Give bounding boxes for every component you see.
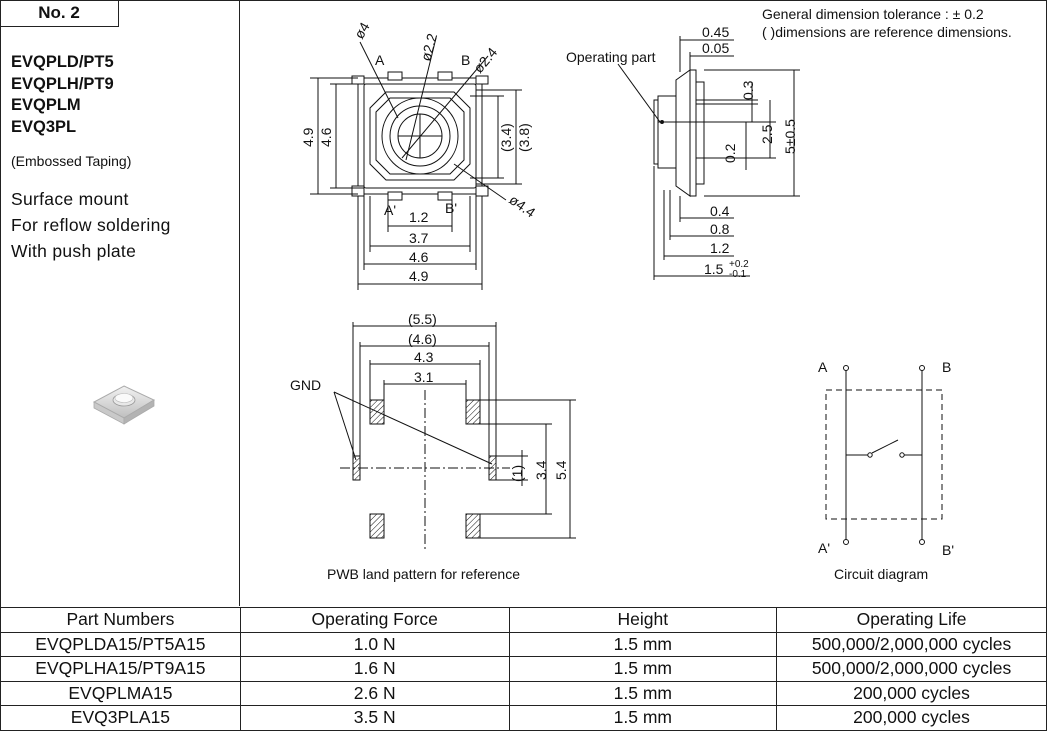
life-cell: 200,000 cycles: [776, 680, 1047, 706]
dimension-label: 1.5: [704, 261, 724, 277]
model-name: EVQ3PL: [11, 117, 77, 136]
height-cell: 1.5 mm: [508, 631, 778, 657]
height-cell: 1.5 mm: [508, 705, 778, 731]
column-header: Operating Force: [239, 607, 510, 633]
dimension-label: 4.3: [414, 349, 434, 365]
force-cell: 1.6 N: [239, 656, 510, 682]
dimension-label: (3.8): [516, 123, 532, 152]
life-cell: 500,000/2,000,000 cycles: [776, 631, 1047, 657]
tolerance-lower: -0.1: [729, 269, 747, 280]
feature-item: Surface mount: [11, 189, 129, 209]
dimension-label: 4.9: [409, 268, 429, 284]
land-pattern-drawing: GND (5.5) (4.6) 4.3 3.1 (1) 3.4 5.4 PWB …: [290, 311, 576, 582]
dimension-label: 2.5: [759, 124, 775, 144]
left-column-divider: [239, 0, 240, 606]
height-cell: 1.5 mm: [508, 656, 778, 682]
dimension-label: ø4.4: [506, 191, 538, 220]
column-header: Part Numbers: [0, 607, 241, 633]
part-number-cell: EVQPLHA15/PT9A15: [0, 656, 241, 682]
circuit-caption: Circuit diagram: [834, 566, 928, 582]
tolerance-line: ( )dimensions are reference dimensions.: [762, 24, 1012, 40]
dimension-label: 3.4: [533, 460, 549, 480]
packaging-note: (Embossed Taping): [11, 153, 132, 169]
land-pattern-caption: PWB land pattern for reference: [327, 566, 520, 582]
dimension-label: (5.5): [408, 311, 437, 327]
dimension-label: 0.4: [710, 203, 730, 219]
dimension-label: 1.2: [409, 209, 429, 225]
terminal-label: A: [818, 359, 828, 375]
table-row: EVQ3PLA15 3.5 N 1.5 mm 200,000 cycles: [0, 705, 1047, 731]
terminal-label: B': [445, 200, 457, 216]
column-header: Height: [508, 607, 778, 633]
tolerance-upper: +0.2: [729, 259, 749, 270]
part-number-cell: EVQPLMA15: [0, 680, 241, 706]
feature-item: For reflow soldering: [11, 215, 171, 235]
dimension-label: ø2.2: [417, 31, 440, 62]
circuit-diagram: A B A' B' Circuit diagram: [818, 359, 954, 582]
model-list: EVQPLD/PT5 EVQPLH/PT9 EVQPLM EVQ3PL: [11, 52, 114, 138]
dimension-label: (1): [509, 465, 525, 482]
terminal-label: A: [375, 52, 385, 68]
terminal-label: B': [942, 542, 954, 558]
force-cell: 3.5 N: [239, 705, 510, 731]
tolerance-line: General dimension tolerance : ± 0.2: [762, 6, 984, 22]
force-cell: 2.6 N: [239, 680, 510, 706]
part-number-cell: EVQPLDA15/PT5A15: [0, 631, 241, 657]
dimension-label: 5±0.5: [782, 119, 798, 154]
dimension-label: 0.2: [722, 143, 738, 163]
drawing-area: A B A' B' ø4 ø2.2 ø2.4 ø4.4 4.9 4.6 (3.4…: [290, 19, 954, 582]
dimension-label: (3.4): [498, 123, 514, 152]
dimension-label: 4.6: [318, 127, 334, 147]
product-photo: [92, 385, 156, 425]
dimension-label: 1.2: [710, 240, 730, 256]
terminal-label: B: [942, 359, 951, 375]
life-cell: 500,000/2,000,000 cycles: [776, 656, 1047, 682]
table-row: EVQPLDA15/PT5A15 1.0 N 1.5 mm 500,000/2,…: [0, 631, 1047, 657]
table-header-row: Part Numbers Operating Force Height Oper…: [0, 607, 1047, 633]
dimension-label: 4.6: [409, 249, 429, 265]
dimension-label: 5.4: [553, 460, 569, 480]
terminal-label: A': [384, 202, 396, 218]
life-cell: 200,000 cycles: [776, 705, 1047, 731]
operating-part-label: Operating part: [566, 49, 656, 65]
dimension-label: 3.1: [414, 369, 434, 385]
model-name: EVQPLM: [11, 96, 81, 114]
column-header: Operating Life: [776, 607, 1047, 633]
part-number-cell: EVQ3PLA15: [0, 705, 241, 731]
top-view-drawing: A B A' B' ø4 ø2.2 ø2.4 ø4.4 4.9 4.6 (3.4…: [300, 19, 539, 290]
spec-table: Part Numbers Operating Force Height Oper…: [0, 607, 1047, 731]
feature-item: With push plate: [11, 241, 137, 261]
dimension-label: 3.7: [409, 230, 429, 246]
dimension-label: 0.8: [710, 221, 730, 237]
table-row: EVQPLHA15/PT9A15 1.6 N 1.5 mm 500,000/2,…: [0, 656, 1047, 682]
dimension-label: ø4: [351, 19, 373, 41]
gnd-label: GND: [290, 377, 321, 393]
model-name: EVQPLD/PT5: [11, 53, 114, 71]
dimension-label: 0.3: [740, 80, 756, 100]
terminal-label: A': [818, 540, 830, 556]
table-row: EVQPLMA15 2.6 N 1.5 mm 200,000 cycles: [0, 680, 1047, 706]
dimension-label: 0.45: [702, 24, 729, 40]
force-cell: 1.0 N: [239, 631, 510, 657]
tolerance-note: General dimension tolerance : ± 0.2 ( )d…: [762, 5, 1012, 41]
feature-list: Surface mount For reflow soldering With …: [11, 186, 171, 264]
dimension-label: (4.6): [408, 331, 437, 347]
terminal-label: B: [461, 52, 470, 68]
dimension-label: 4.9: [300, 127, 316, 147]
dimension-label: 0.05: [702, 40, 729, 56]
height-cell: 1.5 mm: [508, 680, 778, 706]
model-name: EVQPLH/PT9: [11, 74, 114, 93]
sheet-number: No. 2: [0, 0, 119, 27]
side-view-drawing: Operating part 0.45 0.05 0.3 2.5 0.2 5±0…: [566, 24, 800, 280]
